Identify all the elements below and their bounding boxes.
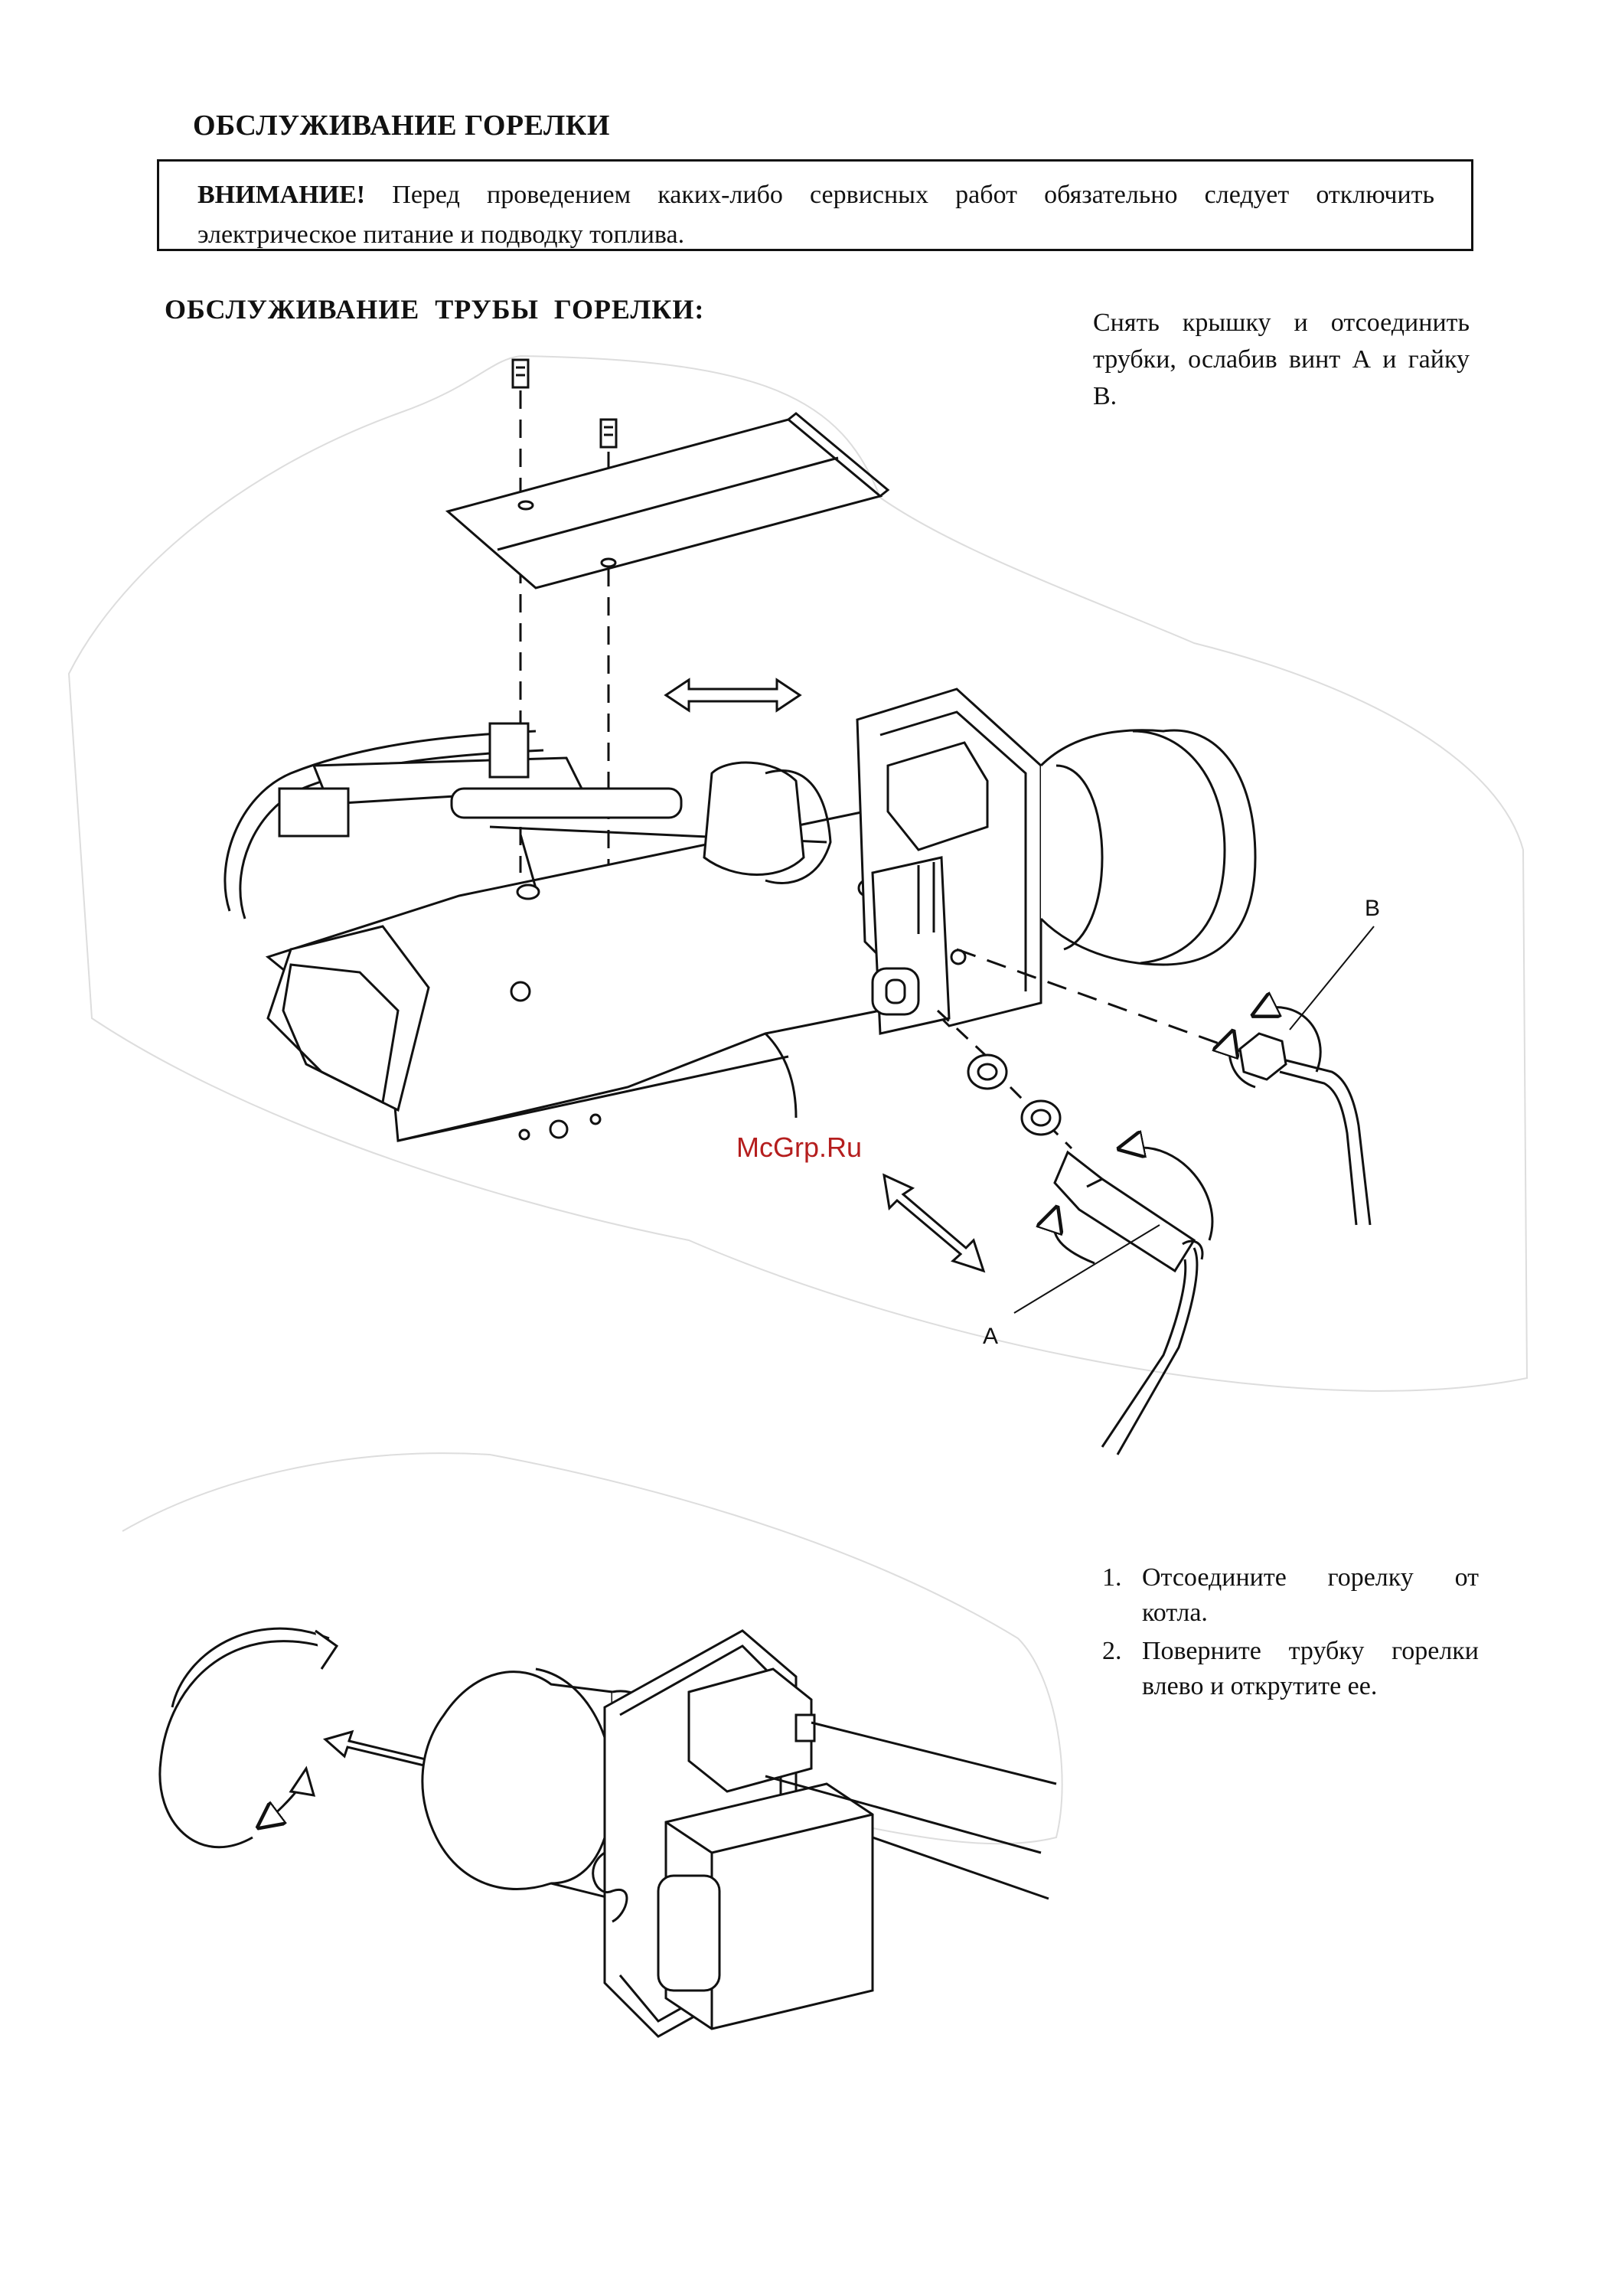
top-diagram: B A bbox=[67, 354, 1529, 1455]
page-title: ОБСЛУЖИВАНИЕ ГОРЕЛКИ bbox=[193, 109, 610, 142]
nut-b bbox=[1229, 1007, 1372, 1226]
list-item: 1. Отсоедините горелку от котла. bbox=[1102, 1560, 1479, 1631]
cover-plate bbox=[445, 412, 890, 590]
move-arrow-icon bbox=[883, 1173, 986, 1273]
move-arrow-icon bbox=[664, 678, 802, 713]
screw-icon bbox=[511, 358, 530, 389]
transformer-box bbox=[657, 1782, 874, 2030]
warning-box: ВНИМАНИЕ! Перед проведением каких-либо с… bbox=[157, 159, 1473, 251]
screw-a bbox=[1054, 1145, 1214, 1455]
list-item: 2. Поверните трубку горелки влево и откр… bbox=[1102, 1634, 1479, 1704]
adjust-block bbox=[687, 1667, 816, 1793]
warning-label: ВНИМАНИЕ! bbox=[197, 181, 366, 209]
step-number: 1. bbox=[1102, 1563, 1122, 1592]
step-text: Поверните трубку горелки влево и открути… bbox=[1142, 1637, 1479, 1700]
instruction-top: Снять крышку и отсоединить трубки, ослаб… bbox=[1093, 309, 1470, 410]
electrode-assembly bbox=[223, 722, 832, 919]
warning-text: Перед проведением каких-либо сервисных р… bbox=[197, 181, 1434, 249]
flange-assembly bbox=[856, 687, 1257, 1035]
callout-b: B bbox=[1365, 896, 1380, 921]
burner-housing bbox=[265, 810, 958, 1142]
bottom-diagram bbox=[122, 1452, 1063, 2038]
section-title: ОБСЛУЖИВАНИЕ ТРУБЫ ГОРЕЛКИ: bbox=[165, 294, 705, 325]
callout-a: A bbox=[983, 1324, 998, 1349]
rotate-arrow-icon bbox=[158, 1627, 339, 1848]
screw-icon bbox=[599, 418, 618, 449]
step-number: 2. bbox=[1102, 1637, 1122, 1665]
step-text: Отсоедините горелку от котла. bbox=[1142, 1563, 1479, 1627]
steps-list: 1. Отсоедините горелку от котла. 2. Пове… bbox=[1102, 1560, 1479, 1707]
watermark: McGrp.Ru bbox=[736, 1132, 863, 1163]
